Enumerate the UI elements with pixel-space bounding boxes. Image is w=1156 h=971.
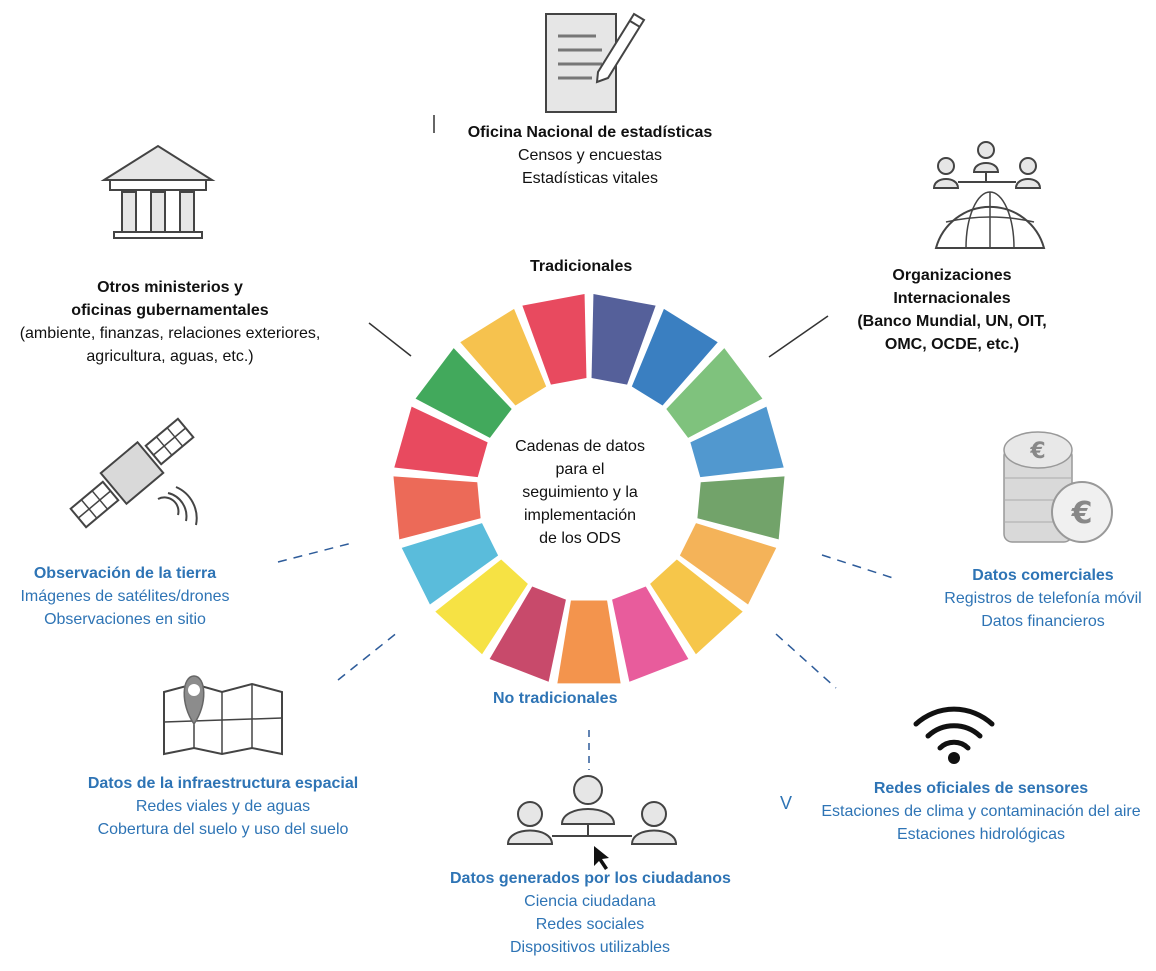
ring-segment [435, 559, 528, 655]
source-title: Datos de la infraestructura espacial [87, 775, 359, 792]
ring-segment [489, 586, 566, 682]
people-network-icon [506, 775, 678, 870]
center-line: para el [555, 461, 605, 478]
source-ciudadanos: Datos generados por los ciudadanos Cienc… [450, 867, 731, 959]
source-line: Ciencia ciudadana [524, 893, 656, 910]
ring-segment [690, 406, 784, 478]
source-oficina: Oficina Nacional de estadísticas Censos … [430, 121, 750, 190]
ring-segment [666, 348, 763, 438]
source-title: OMC, OCDE, etc.) [884, 336, 1020, 353]
center-line: implementación [523, 507, 637, 524]
sdg-ring [393, 294, 785, 684]
source-line: Estaciones hidrológicas [896, 826, 1066, 843]
source-line: agricultura, aguas, etc.) [86, 348, 254, 365]
ring-segment [522, 294, 587, 385]
document-pencil-icon [545, 12, 646, 113]
source-comerciales: Datos comerciales Registros de telefonía… [930, 564, 1156, 633]
source-title: Datos generados por los ciudadanos [450, 870, 731, 887]
svg-text:€: € [1029, 439, 1045, 464]
connector-sensores [775, 633, 837, 689]
ring-segment [650, 559, 743, 655]
map-pin-icon [163, 675, 283, 756]
source-line: Observaciones en sitio [44, 611, 206, 628]
svg-text:€: € [1071, 496, 1093, 531]
source-title: Datos comerciales [972, 567, 1114, 584]
source-line: Datos financieros [981, 613, 1105, 630]
source-title: Redes oficiales de sensores [873, 780, 1089, 797]
source-line: Redes sociales [535, 916, 645, 933]
source-infraestructura: Datos de la infraestructura espacial Red… [58, 772, 388, 841]
stray-mark: V [780, 793, 793, 813]
ring-segment [697, 476, 785, 540]
center-line: seguimiento y la [522, 484, 638, 501]
center-line: Cadenas de datos [515, 438, 645, 455]
ring-segment [393, 476, 481, 540]
source-title: Oficina Nacional de estadísticas [467, 124, 713, 141]
satellite-icon [69, 417, 198, 529]
people-globe-icon [932, 141, 1046, 249]
source-observacion: Observación de la tierra Imágenes de sat… [0, 562, 250, 631]
source-ministerios: Otros ministerios y oficinas gubernament… [0, 276, 340, 368]
connector-ministerios [368, 322, 412, 357]
government-building-icon [100, 144, 216, 239]
ring-segment [415, 348, 512, 438]
connector-organizaciones [768, 315, 829, 358]
ring-segment [401, 523, 499, 605]
source-title: Organizaciones [892, 267, 1012, 284]
connector-comerciales [821, 554, 894, 579]
connector-observacion [277, 542, 353, 563]
source-organizaciones: Organizaciones Internacionales (Banco Mu… [852, 264, 1052, 356]
source-line: Imágenes de satélites/drones [20, 588, 230, 605]
wifi-icon [913, 706, 995, 764]
source-title-2: oficinas gubernamentales [71, 302, 269, 319]
ring-segment [557, 600, 621, 684]
source-line: Cobertura del suelo y uso del suelo [97, 821, 349, 838]
source-line: Dispositivos utilizables [509, 939, 671, 956]
source-line: (ambiente, finanzas, relaciones exterior… [19, 325, 321, 342]
ring-segment [631, 308, 718, 406]
euro-coins-icon: € € [1003, 431, 1113, 543]
center-label: Cadenas de datos para el seguimiento y l… [505, 435, 655, 550]
ring-segment [679, 523, 777, 605]
ring-label-traditional: Tradicionales [530, 258, 633, 275]
connector-infraestructura [337, 631, 399, 681]
source-line: Redes viales y de aguas [135, 798, 311, 815]
ring-label-non-traditional: No tradicionales [493, 690, 618, 707]
source-sensores: Redes oficiales de sensores Estaciones d… [806, 777, 1156, 846]
center-line: de los ODS [539, 530, 621, 547]
source-line: Registros de telefonía móvil [944, 590, 1142, 607]
source-title: Observación de la tierra [33, 565, 217, 582]
source-title: Internacionales [893, 290, 1011, 307]
source-line: Censos y encuestas [517, 147, 663, 164]
source-line: Estaciones de clima y contaminación del … [821, 803, 1141, 820]
ring-segment [612, 586, 689, 682]
ring-segment [460, 308, 547, 406]
source-title: Otros ministerios y [97, 279, 243, 296]
ring-segment [591, 294, 656, 385]
ring-segment [394, 406, 488, 478]
source-title: (Banco Mundial, UN, OIT, [857, 313, 1047, 330]
source-line: Estadísticas vitales [521, 170, 659, 187]
